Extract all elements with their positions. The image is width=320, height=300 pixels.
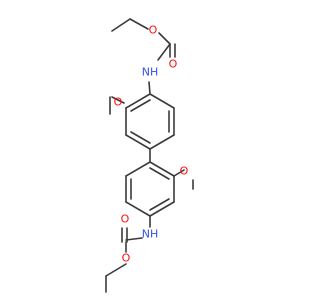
top-carbamate <box>148 32 176 95</box>
amine-nh-top-label: NH <box>142 66 159 79</box>
bottom-benzene-ring <box>125 161 175 217</box>
carbonyl-oxygen-bottom-label: O <box>121 213 130 226</box>
amine-nh-bottom-label: NH <box>142 228 159 241</box>
bottom-carbamate <box>121 215 151 253</box>
top-ethyl-group <box>111 18 149 32</box>
methoxy-oxygen-top-label: O <box>114 96 123 109</box>
bottom-ethyl-group <box>105 263 127 293</box>
top-methoxy-group <box>109 96 125 115</box>
methoxy-oxygen-bottom-label: O <box>180 165 189 178</box>
carbonyl-oxygen-top-label: O <box>169 58 178 71</box>
ester-oxygen-top-label: O <box>149 24 158 37</box>
bottom-methoxy-group <box>173 169 194 190</box>
ester-oxygen-bottom-label: O <box>122 252 131 265</box>
molecule-structure: O O NH O O NH O O <box>105 18 194 293</box>
top-benzene-ring <box>125 93 175 150</box>
